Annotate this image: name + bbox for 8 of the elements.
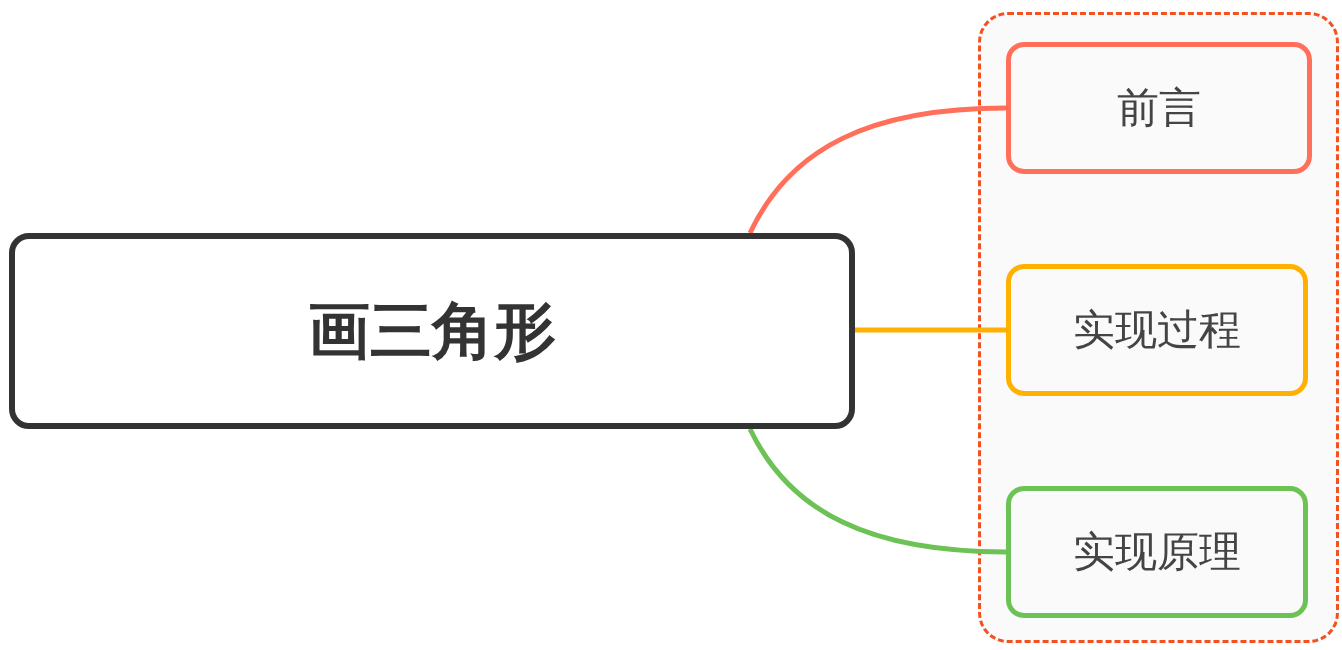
subtopic-box: 实现原理 xyxy=(1006,486,1308,618)
subtopic-box: 前言 xyxy=(1006,42,1312,174)
topic-box: 画三角形 xyxy=(9,233,855,429)
subtopic-box: 实现过程 xyxy=(1006,264,1308,396)
connector-line xyxy=(855,327,1006,333)
connector-line xyxy=(747,427,1007,555)
group-frame xyxy=(978,12,1339,643)
connector-line xyxy=(747,105,1007,235)
